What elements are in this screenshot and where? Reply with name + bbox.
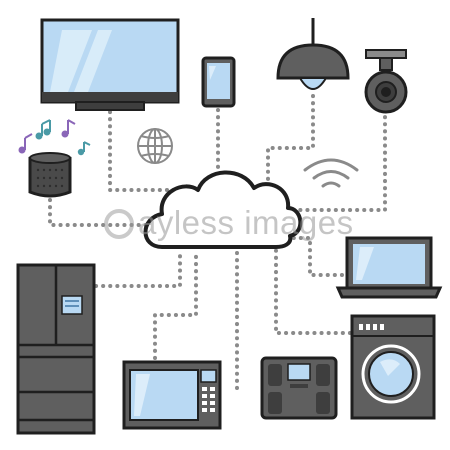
link-laptop (290, 236, 344, 277)
camera-icon (364, 49, 408, 114)
link-fridge (94, 248, 182, 288)
link-microwave (153, 250, 198, 360)
link-speaker (48, 198, 162, 227)
link-light (266, 94, 315, 192)
laptop-icon (335, 236, 443, 299)
scale-icon (260, 356, 338, 420)
cloud-icon (143, 170, 303, 249)
smartphone-icon (201, 56, 236, 108)
link-tv (108, 110, 177, 192)
wifi-icon (303, 158, 359, 188)
tv-icon (40, 18, 180, 111)
link-camera (278, 108, 387, 212)
connection-lines (48, 94, 387, 390)
globe-icon (137, 128, 173, 164)
speaker-icon (28, 152, 72, 198)
music-notes-icon (18, 119, 91, 156)
watermark-logo (104, 209, 134, 239)
pendant-lamp-icon (276, 18, 350, 90)
link-washer (274, 248, 352, 335)
fridge-icon (16, 263, 96, 435)
microwave-icon (122, 360, 222, 430)
washing-machine-icon (350, 314, 436, 420)
